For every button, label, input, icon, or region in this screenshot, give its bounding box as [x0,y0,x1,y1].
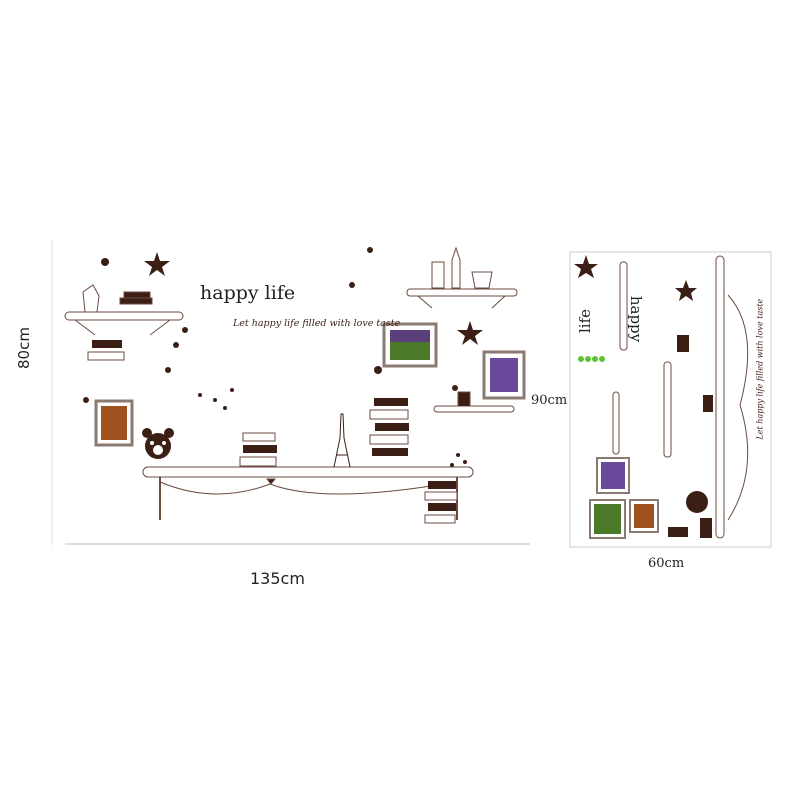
right-title-happy: happy [627,295,646,343]
right-panel-artwork [574,255,749,539]
happy-life-title: happy life [200,282,296,304]
right-title-life: life [576,308,595,334]
width-label-right: 60cm [648,556,685,571]
bear-icon [142,428,174,459]
photo-frames [94,322,526,447]
right-subtitle: Let happy life filled with love taste [755,298,765,440]
happy-life-subtitle: Let happy life filled with love taste [233,318,401,329]
shelf-top-left [64,284,184,336]
shelf-middle-right [433,391,515,413]
flower-decorations [83,247,467,467]
height-label-right: 90cm [531,393,568,408]
eiffel-tower-icon [333,413,351,468]
width-label-left: 135cm [250,569,305,588]
shelf-main [142,466,474,520]
star-icons [144,252,483,345]
book-stacks [87,340,458,524]
height-label-left: 80cm [15,327,33,369]
shelf-top-right [406,246,518,309]
